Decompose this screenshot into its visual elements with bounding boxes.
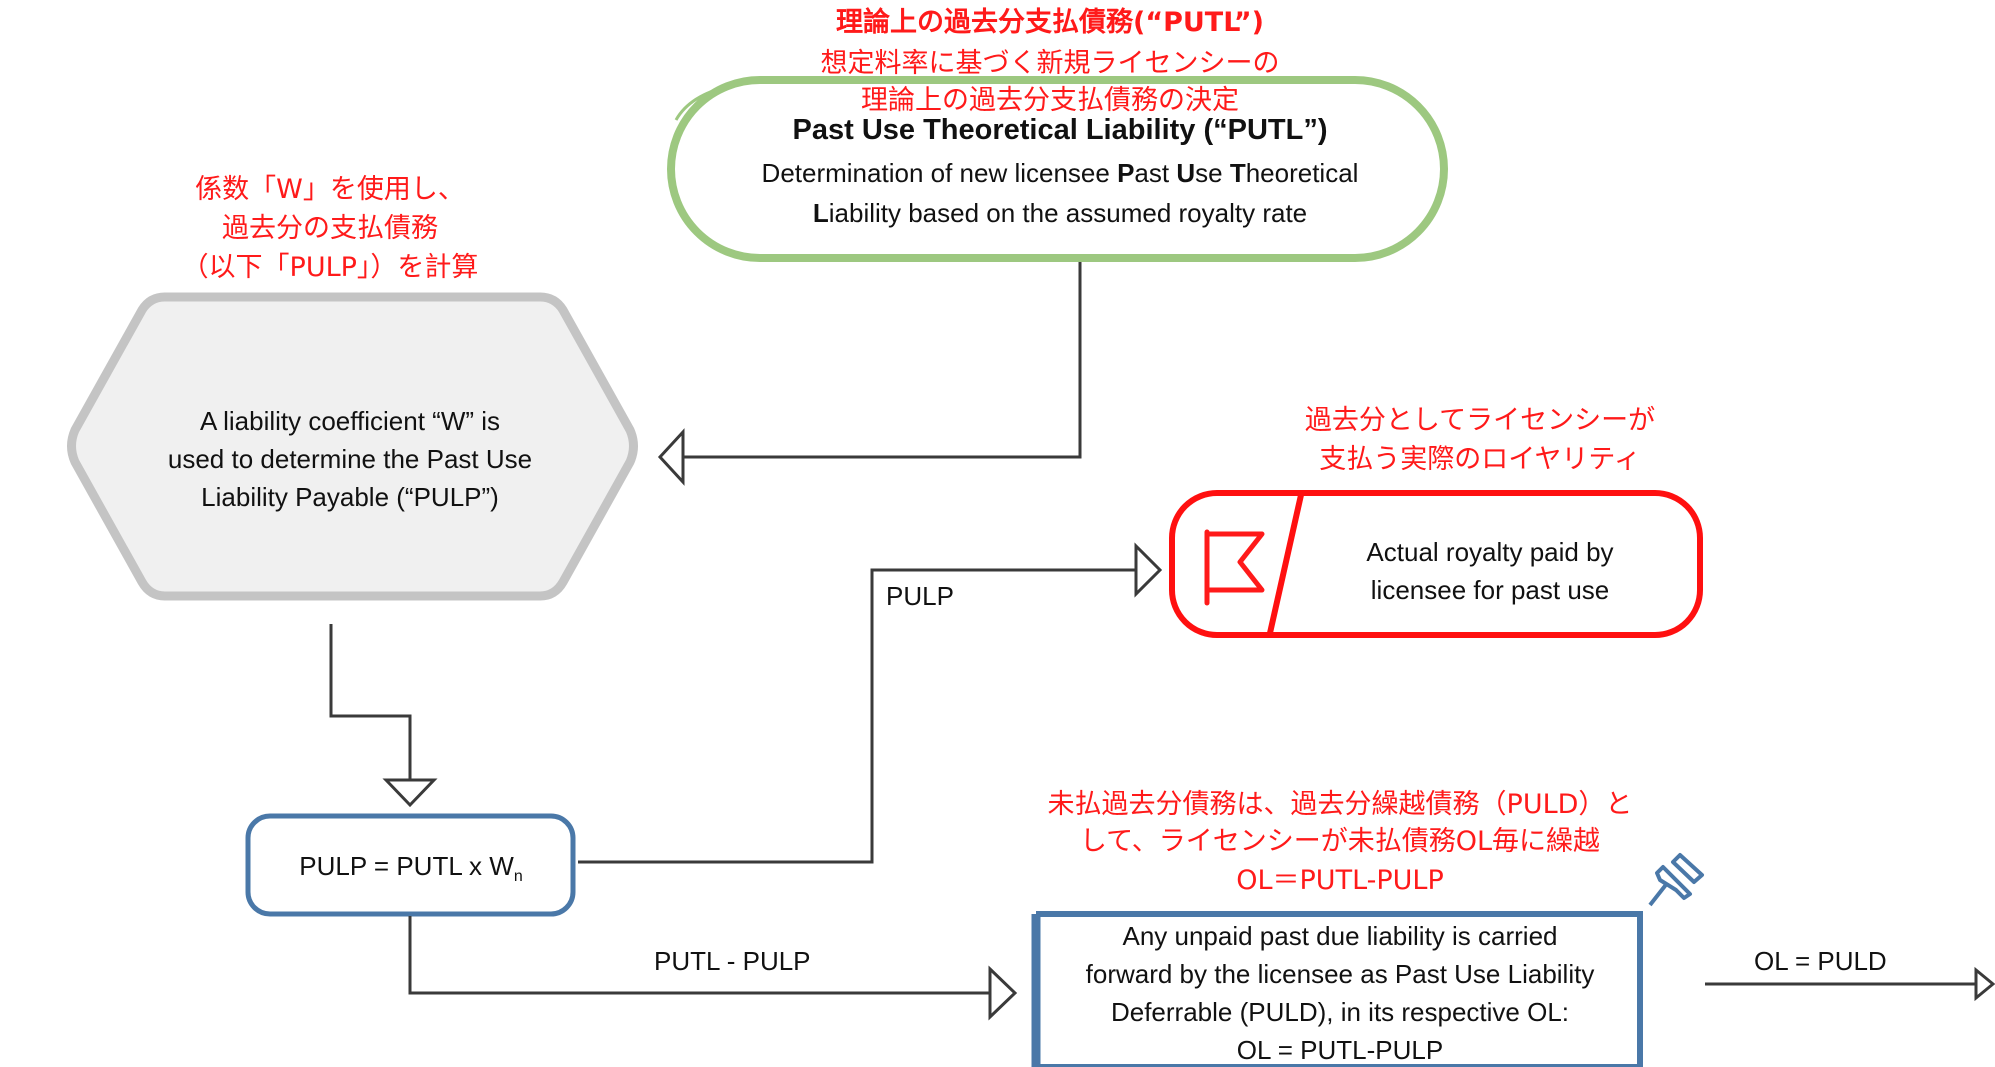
putl-title: Past Use Theoretical Liability (“PUTL”) [792,114,1328,146]
connector-formula-to-royalty [578,542,1163,864]
w-desc-line-2: used to determine the Past Use [167,444,533,474]
puld-jp-line-3: OL＝PUTL-PULP [1236,865,1444,896]
putl-desc-line-2: Liability based on the assumed royalty r… [812,198,1308,228]
connector-formula-to-puld [408,916,1018,1021]
puld-desc-line-4: OL = PUTL-PULP [1236,1035,1444,1065]
royalty-jp-line-2: 支払う実際のロイヤリティ [1319,444,1641,475]
ol-equals-puld-edge-label: OL = PULD [1754,946,1887,976]
connector-putl-to-w [657,262,1082,486]
putl-jp-desc-line-2: 理論上の過去分支払債務の決定 [861,85,1239,116]
puld-jp-line-2: して、ライセンシーが未払債務OL毎に繰越 [1079,826,1601,857]
w-jp-line-1: 係数「W」を使用し、 [195,174,465,205]
puld-desc-line-3: Deferrable (PULD), in its respective OL: [1110,997,1570,1027]
royalty-desc-line-1: Actual royalty paid by [1366,537,1614,567]
puld-jp-line-1: 未払過去分債務は、過去分繰越債務（PULD）と [1047,789,1633,820]
formula-text: PULP = PUTL x Wn [299,851,523,886]
putl-desc-line-1: Determination of new licensee Past Use T… [761,158,1359,188]
w-jp-line-3: （以下「PULP」）を計算 [181,252,479,283]
pushpin-icon [1648,853,1704,907]
formula-node [245,813,576,917]
putl-node [667,76,1448,262]
w-desc-line-3: Liability Payable (“PULP”) [201,482,499,512]
puld-desc-line-2: forward by the licensee as Past Use Liab… [1085,959,1595,989]
putl-jp-title: 理論上の過去分支払債務(“PUTL”) [835,7,1265,38]
connector-w-to-formula [329,624,438,808]
royalty-jp-line-1: 過去分としてライセンシーが [1304,405,1656,436]
putl-minus-pulp-edge-label: PUTL - PULP [654,946,811,976]
royalty-node [1169,490,1703,638]
w-jp-line-2: 過去分の支払債務 [222,213,438,244]
pulp-edge-label: PULP [886,581,954,611]
w-coefficient-node [67,292,638,601]
puld-node [1031,911,1643,1067]
connector-puld-to-out [1705,966,1995,1002]
puld-desc-line-1: Any unpaid past due liability is carried [1122,921,1558,951]
putl-jp-desc-line-1: 想定料率に基づく新規ライセンシーの [820,48,1280,79]
flag-icon [1204,529,1265,606]
w-desc-line-1: A liability coefficient “W” is [199,406,501,436]
royalty-desc-line-2: licensee for past use [1370,575,1610,605]
